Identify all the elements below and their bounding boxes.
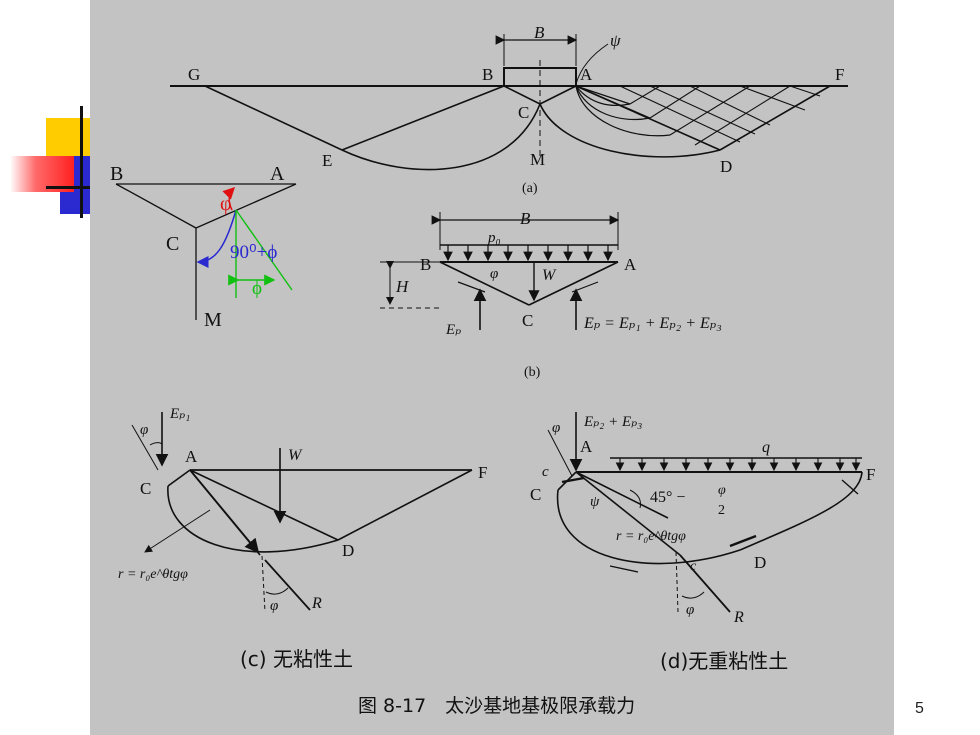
a-label-M: M <box>530 150 545 169</box>
d-caption: (d)无重粘性土 <box>660 649 788 673</box>
scanned-figure: B ψ G F B A C M E D (a) <box>90 0 894 735</box>
d-label-angle: 45° − <box>650 489 685 506</box>
decor-yellow-block <box>46 118 90 160</box>
b-label-phi: φ <box>490 266 498 282</box>
b-label-B-width: B <box>520 209 531 228</box>
c-label-phi-bottom: φ <box>270 598 278 614</box>
inset-label-angle-blue: 90⁰+ϕ <box>230 242 277 263</box>
d-label-two: 2 <box>718 503 725 518</box>
decor-vertical-line <box>80 106 83 218</box>
d-label-r-eq: r = r₀e^θtgφ <box>616 529 686 544</box>
a-label-E: E <box>322 151 332 170</box>
d-label-F: F <box>866 465 875 484</box>
inset-label-M: M <box>204 309 222 331</box>
a-label-B-width: B <box>534 23 545 42</box>
d-label-phi-num: φ <box>718 483 726 498</box>
figure-caption: 图 8-17 太沙基地基极限承载力 <box>358 695 635 717</box>
c-label-W: W <box>288 447 303 464</box>
figure-d <box>547 412 863 613</box>
d-label-A: A <box>580 437 593 456</box>
a-caption: (a) <box>522 181 538 196</box>
b-caption: (b) <box>524 365 541 380</box>
c-label-Ep1: Eₚ₁ <box>169 406 190 422</box>
c-label-D: D <box>342 541 354 560</box>
a-label-G: G <box>188 65 200 84</box>
b-label-B: B <box>420 255 431 274</box>
page-number: 5 <box>915 700 924 717</box>
d-label-psi: ψ <box>590 494 600 510</box>
c-label-phi-top: φ <box>140 422 148 438</box>
b-formula: Eₚ = Eₚ₁ + Eₚ₂ + Eₚ₃ <box>583 315 722 332</box>
d-label-D: D <box>754 553 766 572</box>
figure-b <box>380 212 620 330</box>
c-label-r-eq: r = r₀e^θtgφ <box>118 567 188 582</box>
c-label-R: R <box>311 595 322 612</box>
figure-c-labels: φ Eₚ₁ A W F C D r = r₀e^θtgφ φ R (c) 无粘性… <box>118 406 487 671</box>
b-label-H: H <box>395 277 410 296</box>
a-label-A: A <box>580 65 593 84</box>
a-label-B: B <box>482 65 493 84</box>
inset-diagram: B A C M φ 90⁰+ϕ ϕ <box>110 163 297 331</box>
inset-red-arc <box>222 186 236 211</box>
d-label-phi-top: φ <box>552 420 560 436</box>
b-label-Ep: Eₚ <box>445 322 461 338</box>
c-label-F: F <box>478 463 487 482</box>
a-label-psi: ψ <box>610 31 621 50</box>
inset-blue-arc <box>196 209 237 268</box>
b-label-W: W <box>542 267 557 284</box>
b-label-A: A <box>624 255 637 274</box>
inset-label-phi-green: ϕ <box>252 278 262 299</box>
figure-d-labels: φ Eₚ₂ + Eₚ₃ A q c C ψ 45° − φ 2 F r = r₀… <box>530 414 875 673</box>
b-label-C: C <box>522 311 533 330</box>
figure-a-labels: B ψ G F B A C M E D (a) <box>188 23 844 196</box>
inset-lines <box>115 183 297 320</box>
d-label-Ep23: Eₚ₂ + Eₚ₃ <box>583 414 642 430</box>
inset-green-line <box>235 209 293 291</box>
inset-label-C: C <box>166 233 179 255</box>
inset-label-phi-red: φ <box>220 193 232 215</box>
d-label-c-left: c <box>542 464 549 480</box>
b-label-p0: p₀ <box>487 230 501 246</box>
a-label-D: D <box>720 157 732 176</box>
c-caption: (c) 无粘性土 <box>240 647 353 671</box>
decor-horizontal-line <box>46 186 90 189</box>
d-label-q: q <box>762 439 770 456</box>
d-label-R: R <box>733 609 744 626</box>
c-label-C: C <box>140 479 151 498</box>
a-label-F: F <box>835 65 844 84</box>
d-label-c-bottom: c <box>690 559 697 574</box>
d-label-phi-bottom: φ <box>686 602 694 618</box>
figure-a <box>170 34 848 171</box>
c-label-A: A <box>185 447 198 466</box>
figure-drawing: B ψ G F B A C M E D (a) <box>118 23 875 717</box>
d-label-C: C <box>530 485 541 504</box>
inset-label-B: B <box>110 163 123 185</box>
inset-label-A: A <box>270 163 285 185</box>
a-label-C: C <box>518 103 529 122</box>
figure-c <box>131 412 473 613</box>
figure-b-labels: B p₀ B A H φ W C Eₚ Eₚ = Eₚ₁ + Eₚ₂ + Eₚ₃… <box>395 209 722 380</box>
